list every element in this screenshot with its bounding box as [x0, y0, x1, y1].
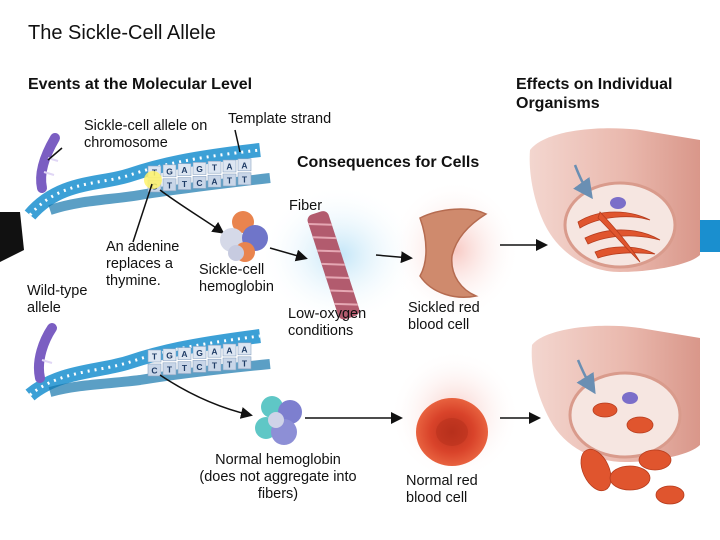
label-low-oxygen: Low-oxygen conditions — [288, 306, 367, 340]
sickled-cells-blood-vessel — [529, 128, 700, 272]
dna-base-tile — [162, 164, 177, 178]
sickle-hemoglobin-molecule — [220, 211, 268, 262]
dna-base-letter: T — [227, 176, 233, 186]
dna-base-letter: A — [181, 165, 187, 175]
adenine-pointer — [132, 183, 153, 243]
dna-base-tile — [177, 347, 192, 360]
dna-base-letter: A — [226, 346, 232, 356]
label-sickle-hemoglobin: Sickle-cell hemoglobin — [199, 262, 274, 296]
dna-base-tile — [207, 174, 222, 188]
dna-base-letter: T — [212, 361, 218, 371]
dna-base-letter: T — [212, 163, 218, 173]
dna-base-letter: T — [167, 364, 173, 374]
template-strand-pointer — [234, 129, 241, 153]
label-normal-hemoglobin: Normal hemoglobin (does not aggregate in… — [199, 452, 357, 503]
dna-base-letter: T — [227, 360, 233, 370]
sickle-chromosome — [36, 133, 60, 193]
dna-base-tile — [147, 363, 162, 377]
dna-base-tile — [237, 172, 252, 186]
dna-base-tile — [222, 343, 237, 357]
left-edge-decoration — [0, 212, 24, 262]
dna-base-tile — [222, 357, 237, 371]
dna-base-tile — [162, 348, 177, 362]
arrow-dna-to-normal-hemoglobin — [159, 374, 253, 419]
dna-base-letter: G — [196, 164, 203, 174]
dna-base-tile — [207, 160, 222, 174]
dna-base-letter: A — [241, 160, 247, 170]
dna-base-letter: T — [242, 174, 248, 184]
dna-base-letter: A — [211, 177, 217, 187]
hemoglobin-fiber — [307, 211, 360, 320]
page-title: The Sickle-Cell Allele — [28, 22, 216, 44]
normal-hemoglobin-molecule — [255, 396, 302, 445]
dna-base-tile — [192, 346, 207, 359]
dna-base-letter: A — [181, 349, 187, 359]
dna-base-letter: G — [166, 166, 173, 176]
arrow-to-sickled-cell — [375, 251, 413, 264]
label-normal-red-blood-cell: Normal red blood cell — [406, 473, 478, 507]
label-wild-type-allele: Wild-type allele — [27, 283, 88, 317]
sickled-red-blood-cell — [419, 208, 488, 298]
section-cells-heading: Consequences for Cells — [297, 154, 480, 171]
dna-base-tile — [222, 173, 237, 187]
normal-cells-blood-vessel — [531, 325, 700, 505]
sickle-allele-pointer — [47, 147, 63, 161]
dna-base-letter: T — [182, 363, 188, 373]
dna-base-letter: T — [152, 352, 158, 362]
dna-base-letter: A — [241, 344, 247, 354]
dna-base-letter: T — [167, 180, 173, 190]
dna-base-letter: T — [242, 358, 248, 368]
label-template-strand: Template strand — [228, 111, 332, 127]
label-adenine-replaces-thymine: An adenine replaces a thymine. — [106, 239, 180, 290]
label-sickle-allele: Sickle-cell allele on chromosome — [84, 118, 208, 152]
dna-base-letter: C — [151, 366, 157, 376]
dna-base-tile — [207, 358, 222, 372]
dna-base-letter: G — [166, 350, 173, 360]
normal-red-blood-cell — [416, 398, 488, 466]
dna-base-tile — [177, 163, 192, 176]
arrow-dna-to-sickle-hemoglobin — [159, 189, 225, 234]
dna-base-tile — [177, 177, 192, 190]
dna-base-tile — [222, 159, 237, 173]
dna-base-tile — [192, 162, 207, 175]
section-molecular-heading: Events at the Molecular Level — [28, 76, 253, 93]
dna-base-tile — [207, 344, 222, 358]
section-organisms-heading: Effects on Individual Organisms — [516, 76, 673, 112]
dna-base-letter: A — [226, 162, 232, 172]
dna-base-tile — [177, 361, 192, 374]
label-sickled-red-blood-cell: Sickled red blood cell — [408, 300, 480, 334]
mutation-highlight — [144, 171, 162, 189]
dna-base-tile — [162, 178, 177, 192]
dna-base-tile — [147, 349, 162, 363]
dna-base-tile — [162, 362, 177, 376]
dna-base-letter: T — [182, 179, 188, 189]
arrow-to-fiber — [269, 247, 308, 262]
dna-base-tile — [237, 342, 252, 356]
wildtype-chromosome — [34, 323, 57, 383]
sickled-cell-glow — [390, 180, 520, 320]
dna-base-letter: G — [196, 348, 203, 358]
label-fiber: Fiber — [289, 198, 323, 214]
dna-base-tile — [192, 360, 207, 373]
dna-base-letter: A — [211, 347, 217, 357]
right-edge-decoration — [700, 220, 720, 252]
dna-base-tile — [237, 158, 252, 172]
dna-base-letter: C — [196, 362, 202, 372]
dna-base-tile — [237, 356, 252, 370]
dna-base-letter: C — [196, 178, 202, 188]
dna-base-tile — [192, 176, 207, 189]
